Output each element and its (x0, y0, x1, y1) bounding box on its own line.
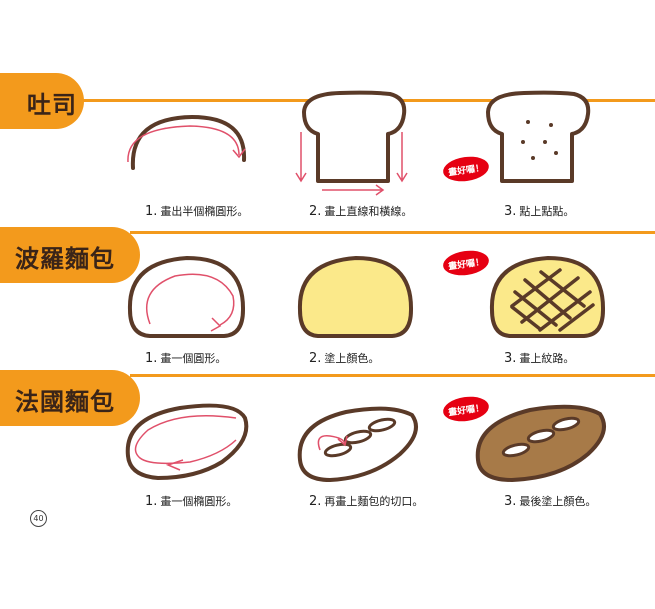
baguette-step2-drawing (297, 406, 418, 482)
step-caption: 2.塗上顏色。 (309, 350, 379, 366)
step-text: 畫上紋路。 (519, 352, 575, 365)
step-number: 2. (309, 351, 322, 366)
step-number: 3. (504, 494, 517, 509)
step-caption: 2.畫上直線和橫線。 (309, 203, 412, 219)
step-caption: 2.再畫上麵包的切口。 (309, 493, 423, 509)
step-text: 畫上直線和橫線。 (324, 205, 413, 218)
section-title-baguette: 法國麵包 (15, 388, 115, 416)
page-number: 40 (30, 510, 47, 527)
step-text: 再畫上麵包的切口。 (324, 495, 424, 508)
melon-bun-step3-drawing (489, 256, 606, 338)
step-number: 2. (309, 204, 322, 219)
step-number: 1. (145, 351, 158, 366)
toast-step2-drawing (295, 90, 408, 196)
section-title-toast: 吐司 (27, 91, 77, 119)
step-number: 3. (504, 351, 517, 366)
melon-bun-step1-drawing (127, 256, 246, 338)
header-tab (0, 73, 84, 129)
baguette-step1-drawing (125, 403, 249, 480)
section-title-melon-bun: 波羅麵包 (15, 245, 115, 273)
done-badge: 畫好囉！ (443, 396, 489, 422)
step-text: 畫一個圓形。 (160, 352, 227, 365)
step-caption: 1.畫一個圓形。 (145, 350, 226, 366)
step-caption: 3.最後塗上顏色。 (504, 493, 596, 509)
step-caption: 3.畫上紋路。 (504, 350, 574, 366)
baguette-step3-drawing (475, 404, 606, 482)
step-number: 1. (145, 204, 158, 219)
done-badge: 畫好囉！ (443, 250, 489, 276)
step-caption: 1.畫一個橢圓形。 (145, 493, 237, 509)
header-rule (130, 231, 655, 234)
section-header-baguette: 法國麵包 (0, 370, 655, 426)
header-tab (0, 227, 140, 283)
step-number: 1. (145, 494, 158, 509)
step-caption: 3.點上點點。 (504, 203, 574, 219)
done-badge: 畫好囉！ (443, 156, 489, 182)
toast-step3-drawing (486, 90, 591, 183)
header-rule (130, 374, 655, 377)
toast-step1-drawing (127, 114, 247, 170)
step-text: 畫一個橢圓形。 (160, 495, 238, 508)
step-text: 點上點點。 (519, 205, 575, 218)
melon-bun-step2-drawing (297, 256, 414, 338)
step-text: 塗上顏色。 (324, 352, 380, 365)
header-tab (0, 370, 140, 426)
step-text: 畫出半個橢圓形。 (160, 205, 249, 218)
step-text: 最後塗上顏色。 (519, 495, 597, 508)
step-number: 3. (504, 204, 517, 219)
step-caption: 1.畫出半個橢圓形。 (145, 203, 248, 219)
step-number: 2. (309, 494, 322, 509)
section-header-melon-bun: 波羅麵包 (0, 227, 655, 283)
